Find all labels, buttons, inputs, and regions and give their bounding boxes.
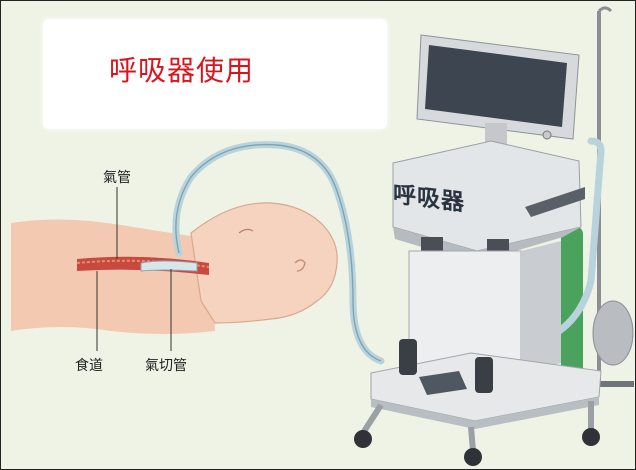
oxygen-cylinder [561,226,583,376]
page-title: 呼吸器使用 [109,49,254,89]
reservoir-bag [593,301,633,365]
label-tracheostomy-tube: 氣切管 [145,355,187,375]
patient-head [191,203,337,323]
label-esophagus: 食道 [75,355,103,375]
label-trachea: 氣管 [103,167,131,187]
